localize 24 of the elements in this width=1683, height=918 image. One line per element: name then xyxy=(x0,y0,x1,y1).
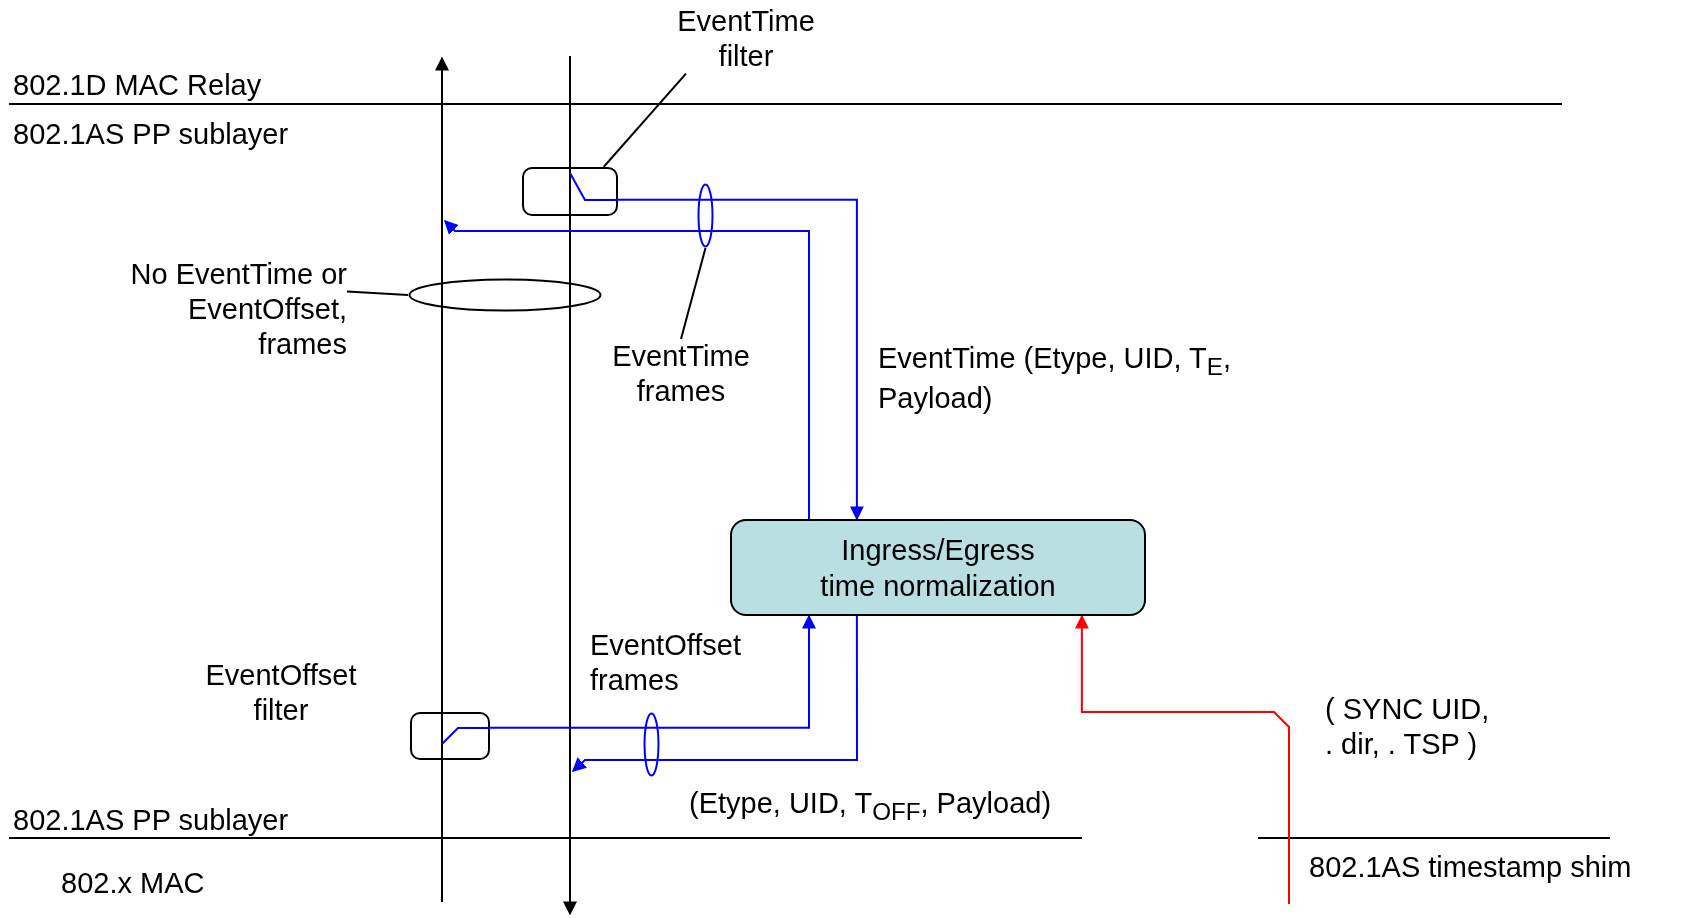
bundle-ellipse xyxy=(697,183,714,248)
filter-box xyxy=(522,167,618,216)
arrow xyxy=(1074,614,1290,905)
layer-name: 802.1AS timestamp shim xyxy=(1309,850,1632,885)
bundle-ellipse xyxy=(408,278,602,312)
leader-line xyxy=(346,290,409,296)
callout-text: EventTime frames xyxy=(596,339,766,409)
callout-text: EventTime filter xyxy=(646,4,846,74)
leader-line xyxy=(602,72,687,168)
arrow xyxy=(617,198,864,521)
filter-box xyxy=(410,712,490,760)
arrow xyxy=(489,614,816,729)
arrow xyxy=(571,615,858,772)
arrow xyxy=(444,220,810,520)
callout-text: No EventTime or EventOffset, frames xyxy=(95,257,347,362)
bundle-ellipse xyxy=(643,712,660,777)
layer-name: 802.1AS PP sublayer xyxy=(13,803,289,838)
layer-name: 802.x MAC xyxy=(61,866,205,901)
layer-name: 802.1D MAC Relay xyxy=(13,68,262,103)
leader-line xyxy=(680,247,707,340)
caption-text: EventOffset frames xyxy=(590,628,742,698)
layer-name: 802.1AS PP sublayer xyxy=(13,117,289,152)
callout-text: EventOffset filter xyxy=(181,658,381,728)
process-box: Ingress/Egress time normalization xyxy=(730,519,1146,616)
